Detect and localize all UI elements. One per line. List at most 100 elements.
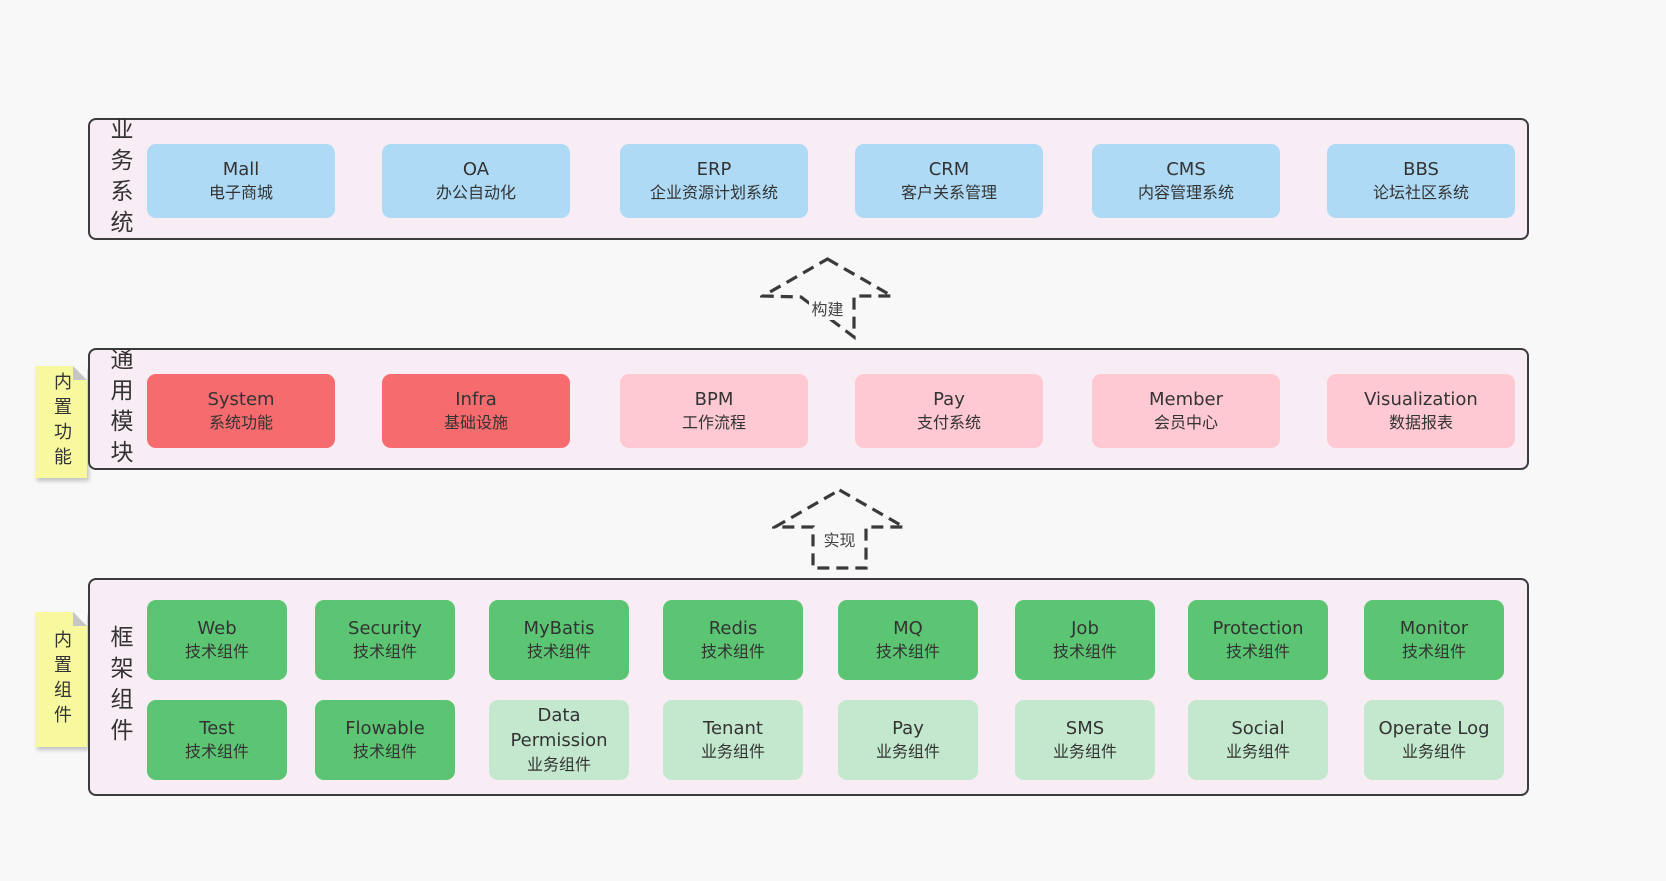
box-mall: Mall 电子商城 xyxy=(147,144,335,218)
box-title: Flowable xyxy=(345,717,425,739)
box-subtitle: 技术组件 xyxy=(526,642,591,662)
box-bbs: BBS 论坛社区系统 xyxy=(1327,144,1515,218)
arrow-label-implement: 实现 xyxy=(820,527,859,551)
box-title: System xyxy=(207,388,275,410)
box-pay-component: Pay 业务组件 xyxy=(838,700,978,780)
box-pay-module: Pay 支付系统 xyxy=(855,374,1043,448)
arrow-label-build: 构建 xyxy=(808,296,847,320)
sticky-label: 内置组件 xyxy=(51,629,72,730)
box-web: Web 技术组件 xyxy=(147,600,287,680)
dashed-up-arrow-icon xyxy=(760,257,895,340)
box-subtitle: 基础设施 xyxy=(443,413,508,433)
box-title: BPM xyxy=(694,388,734,410)
box-mybatis: MyBatis 技术组件 xyxy=(489,600,629,680)
box-title: Monitor xyxy=(1399,617,1469,639)
box-title: Tenant xyxy=(703,717,763,739)
band-label-common-modules: 通用模块 xyxy=(106,347,132,471)
box-title: Pay xyxy=(933,388,965,410)
box-subtitle: 技术组件 xyxy=(700,642,765,662)
box-title: ERP xyxy=(696,158,732,180)
box-flowable: Flowable 技术组件 xyxy=(315,700,455,780)
box-title: Member xyxy=(1148,388,1224,410)
box-subtitle: 业务组件 xyxy=(526,754,591,774)
box-oa: OA 办公自动化 xyxy=(382,144,570,218)
box-title: Social xyxy=(1231,717,1285,739)
box-subtitle: 工作流程 xyxy=(681,413,746,433)
box-social: Social 业务组件 xyxy=(1188,700,1328,780)
box-subtitle: 企业资源计划系统 xyxy=(649,183,778,203)
box-cms: CMS 内容管理系统 xyxy=(1092,144,1280,218)
box-subtitle: 技术组件 xyxy=(352,742,417,762)
band-business-systems: 业务系统 Mall 电子商城 OA 办公自动化 ERP 企业资源计划系统 CRM… xyxy=(88,117,1529,241)
box-subtitle: 技术组件 xyxy=(1225,642,1290,662)
box-mq: MQ 技术组件 xyxy=(838,600,978,680)
box-subtitle: 技术组件 xyxy=(1052,642,1117,662)
box-bpm: BPM 工作流程 xyxy=(620,374,808,448)
box-test: Test 技术组件 xyxy=(147,700,287,780)
arrow-implement: 实现 xyxy=(772,487,907,571)
box-system: System 系统功能 xyxy=(147,374,335,448)
band-framework-components: 框架组件 Web 技术组件 Security 技术组件 MyBatis 技术组件… xyxy=(88,578,1529,796)
box-crm: CRM 客户关系管理 xyxy=(855,144,1043,218)
box-title: Web xyxy=(197,617,237,639)
box-subtitle: 技术组件 xyxy=(1401,642,1466,662)
box-title: CMS xyxy=(1166,158,1206,180)
box-member: Member 会员中心 xyxy=(1092,374,1280,448)
box-security: Security 技术组件 xyxy=(315,600,455,680)
box-job: Job 技术组件 xyxy=(1015,600,1155,680)
box-title: Mall xyxy=(222,158,260,180)
box-operate-log: Operate Log 业务组件 xyxy=(1364,700,1504,780)
box-monitor: Monitor 技术组件 xyxy=(1364,600,1504,680)
box-title: Pay xyxy=(892,717,924,739)
box-subtitle: 技术组件 xyxy=(184,642,249,662)
box-subtitle: 办公自动化 xyxy=(435,183,516,203)
box-data-permission: Data Permission 业务组件 xyxy=(489,700,629,780)
box-subtitle: 会员中心 xyxy=(1153,413,1218,433)
box-sms: SMS 业务组件 xyxy=(1015,700,1155,780)
box-title: MQ xyxy=(893,617,923,639)
box-subtitle: 技术组件 xyxy=(875,642,940,662)
box-redis: Redis 技术组件 xyxy=(663,600,803,680)
sticky-label: 内置功能 xyxy=(51,372,72,472)
box-title: Infra xyxy=(455,388,497,410)
sticky-note-built-in-components: 内置组件 xyxy=(35,612,87,747)
box-title: Security xyxy=(348,617,422,639)
box-protection: Protection 技术组件 xyxy=(1188,600,1328,680)
box-title: Redis xyxy=(708,617,758,639)
box-title: Protection xyxy=(1212,617,1304,639)
band-label-business-systems: 业务系统 xyxy=(106,117,132,241)
box-erp: ERP 企业资源计划系统 xyxy=(620,144,808,218)
box-title: OA xyxy=(462,158,490,180)
box-subtitle: 电子商城 xyxy=(208,183,273,203)
box-visualization: Visualization 数据报表 xyxy=(1327,374,1515,448)
box-tenant: Tenant 业务组件 xyxy=(663,700,803,780)
box-subtitle: 技术组件 xyxy=(184,742,249,762)
box-title: Test xyxy=(199,717,235,739)
box-title: MyBatis xyxy=(523,617,595,639)
box-title: Data Permission xyxy=(510,705,608,751)
box-subtitle: 业务组件 xyxy=(700,742,765,762)
dashed-up-arrow-icon xyxy=(772,488,907,570)
box-subtitle: 客户关系管理 xyxy=(900,183,997,203)
sticky-note-built-in-features: 内置功能 xyxy=(35,366,87,478)
box-infra: Infra 基础设施 xyxy=(382,374,570,448)
box-title: CRM xyxy=(928,158,970,180)
box-title: BBS xyxy=(1403,158,1439,180)
box-subtitle: 支付系统 xyxy=(916,413,981,433)
box-title: Visualization xyxy=(1364,388,1478,410)
box-subtitle: 系统功能 xyxy=(208,413,273,433)
box-subtitle: 内容管理系统 xyxy=(1137,183,1234,203)
box-title: Job xyxy=(1071,617,1099,639)
box-subtitle: 业务组件 xyxy=(1401,742,1466,762)
box-subtitle: 业务组件 xyxy=(1052,742,1117,762)
box-title: SMS xyxy=(1065,717,1105,739)
box-subtitle: 数据报表 xyxy=(1388,413,1453,433)
box-title: Operate Log xyxy=(1378,717,1490,739)
box-subtitle: 业务组件 xyxy=(1225,742,1290,762)
box-subtitle: 技术组件 xyxy=(352,642,417,662)
band-common-modules: 通用模块 System 系统功能 Infra 基础设施 BPM 工作流程 Pay… xyxy=(88,347,1529,471)
arrow-build: 构建 xyxy=(760,256,895,340)
box-subtitle: 论坛社区系统 xyxy=(1372,183,1469,203)
box-subtitle: 业务组件 xyxy=(875,742,940,762)
